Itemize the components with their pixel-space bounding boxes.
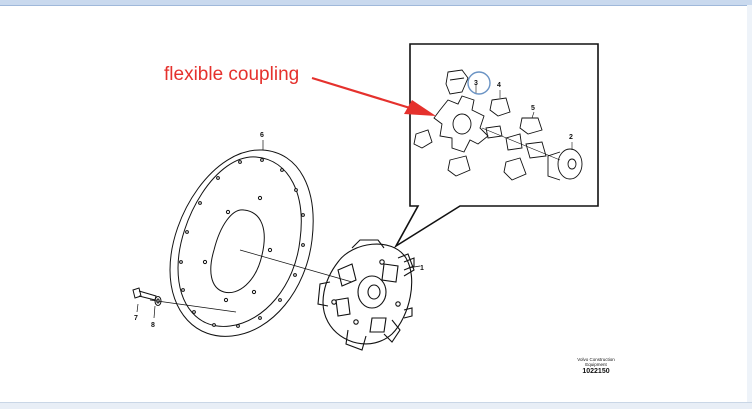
- label-8: 8: [151, 322, 155, 329]
- label-3: 3: [474, 80, 478, 87]
- coupling-hub: [317, 239, 415, 351]
- drawing-number: 1022150: [582, 368, 610, 375]
- label-6: 6: [260, 132, 264, 139]
- label-7: 7: [134, 315, 138, 322]
- credit-line-1: Volvo Construction: [577, 357, 615, 362]
- label-5: 5: [531, 105, 535, 112]
- callout-arrow: [311, 76, 436, 116]
- zoom-box: [393, 43, 599, 249]
- credit-line-2: Equipment: [585, 362, 607, 367]
- highlight-circle: [467, 71, 491, 95]
- washer-8: [153, 296, 162, 319]
- window-top-bar: [0, 0, 752, 6]
- window-right-edge: [747, 5, 752, 402]
- callout-label: flexible coupling: [164, 64, 300, 85]
- drawing-credit: Volvo Construction Equipment 1022150: [556, 357, 636, 376]
- label-2: 2: [569, 134, 573, 141]
- flywheel-plate: [169, 149, 314, 337]
- label-4: 4: [497, 82, 501, 89]
- bolt-7: [132, 287, 157, 313]
- window-bottom-bar: [0, 402, 752, 409]
- exploded-parts: [413, 69, 583, 181]
- label-1: 1: [420, 265, 424, 272]
